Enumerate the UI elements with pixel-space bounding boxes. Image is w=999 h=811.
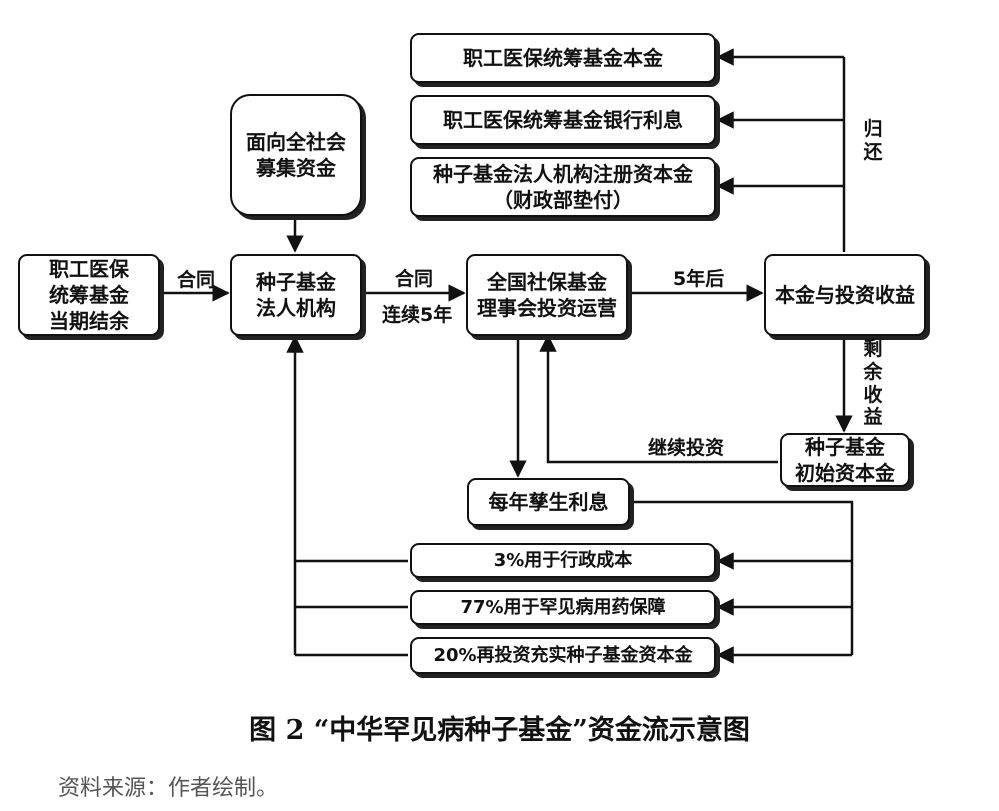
arrow-continue-invest	[539, 334, 778, 464]
alloc-reinvest-box: 20%再投资充实种子基金资本金	[410, 637, 716, 674]
principal-income-box: 本金与投资收益	[764, 254, 926, 336]
flow-connectors	[162, 48, 854, 664]
label-after-five-years: 5年后	[673, 268, 725, 290]
label-five-years: 连续5年	[382, 304, 453, 326]
return-interest-box: 职工医保统筹基金银行利息	[410, 95, 716, 145]
return-capital-box: 种子基金法人机构注册资本金（财政部垫付）	[410, 157, 716, 217]
label-continue-invest: 继续投资	[648, 437, 725, 459]
ssf-council-box: 全国社保基金理事会投资运营	[466, 254, 628, 336]
employee-balance-box: 职工医保统筹基金当期结余	[18, 254, 160, 336]
label-contract-2: 合同	[395, 268, 434, 290]
label-return: 归 还	[863, 118, 883, 163]
alloc-drugs-box: 77%用于罕见病用药保障	[410, 590, 716, 625]
alloc-admin-box: 3%用于行政成本	[410, 543, 716, 578]
annual-interest-box: 每年孳生利息	[467, 478, 630, 526]
label-remaining-income: 剩 余 收 益	[863, 338, 883, 429]
seed-fund-entity-box: 种子基金法人机构	[230, 254, 362, 336]
seed-initial-capital-box: 种子基金初始资本金	[780, 433, 910, 487]
figure-source: 资料来源：作者绘制。	[58, 776, 279, 801]
public-raise-box: 面向全社会募集资金	[230, 94, 362, 216]
interest-trunk	[632, 500, 854, 655]
label-contract-1: 合同	[177, 269, 216, 291]
return-principal-box: 职工医保统筹基金本金	[410, 33, 716, 83]
figure-caption: 图 2 “中华罕见病种子基金”资金流示意图	[249, 715, 750, 746]
